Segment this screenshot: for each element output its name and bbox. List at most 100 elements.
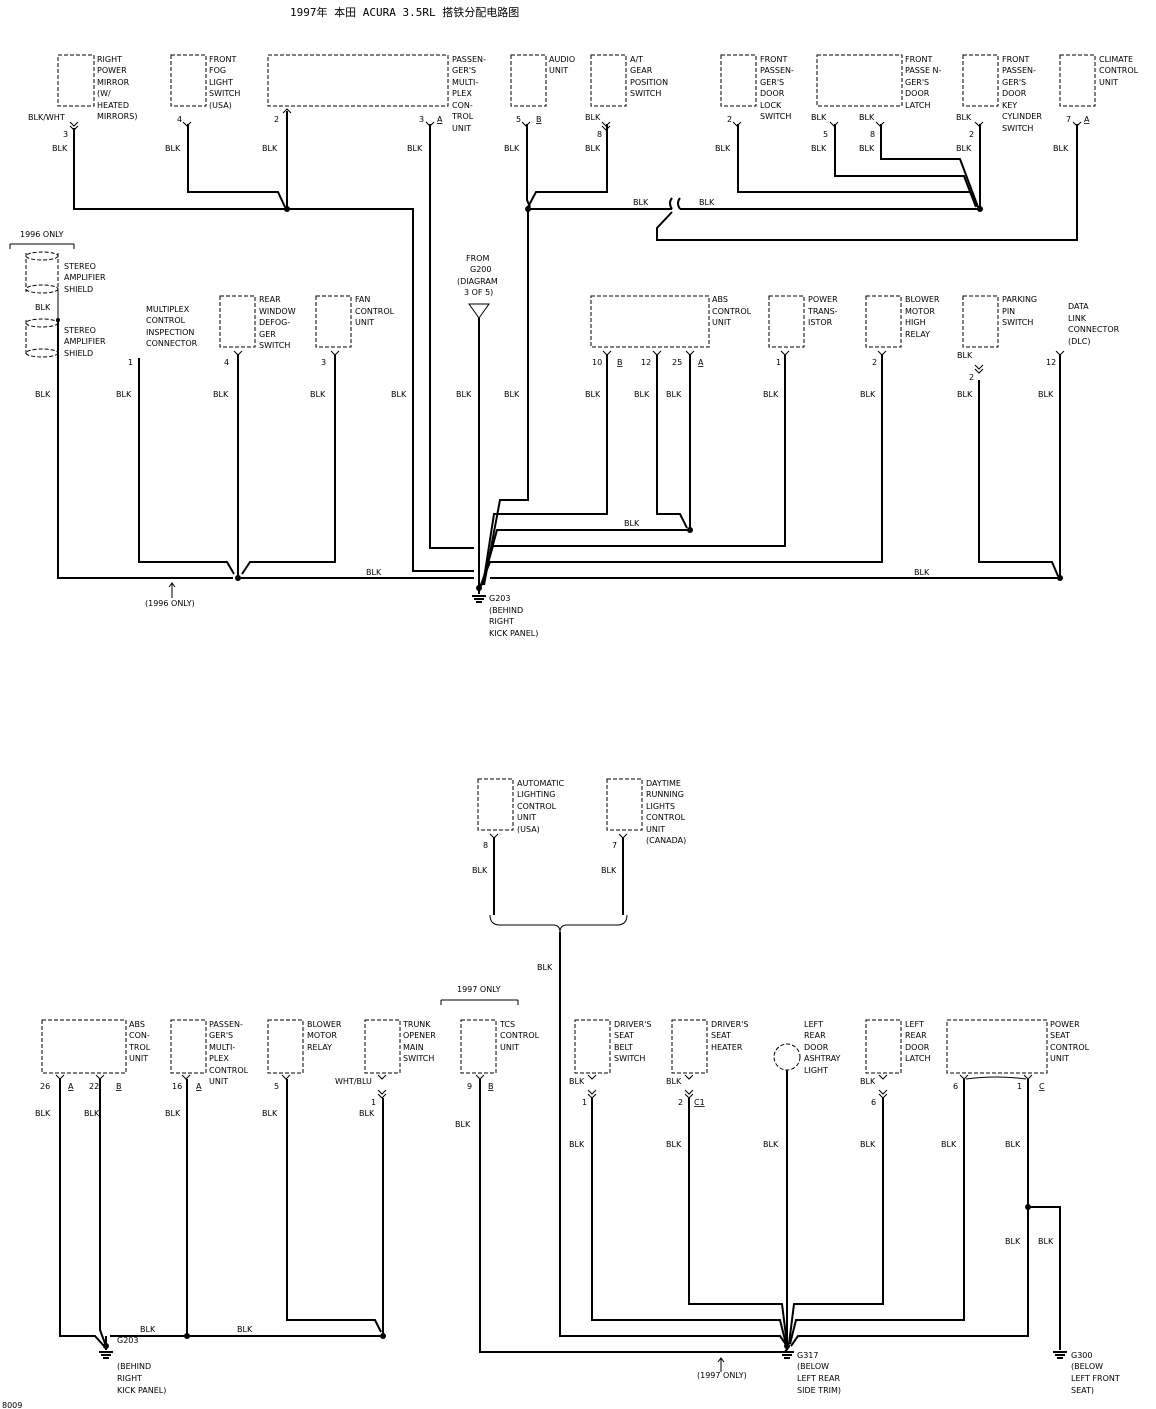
parking-pin-switch-box [962, 295, 999, 348]
bottom-wire-labels: BLK BLK BLK BLK BLK BLK BLK WHT/BLU BLK … [35, 866, 1054, 1334]
svg-text:AUDIO: AUDIO [549, 55, 575, 64]
svg-text:LATCH: LATCH [905, 101, 931, 110]
tcs-control-unit-label: TCS CONTROL UNIT [499, 1020, 540, 1052]
abs-control-unit-box [590, 295, 710, 348]
svg-text:(USA): (USA) [517, 825, 540, 834]
svg-text:BLK: BLK [35, 1109, 51, 1118]
svg-text:LINK: LINK [1068, 314, 1087, 323]
svg-text:(CANADA): (CANADA) [646, 836, 686, 845]
front-passengers-door-key-cylinder-switch-label: FRONT PASSEN- GER'S DOOR KEY CYLINDER SW… [1002, 55, 1042, 133]
svg-text:8: 8 [483, 841, 488, 850]
stereo-amplifier-shield-1-label: STEREO AMPLIFIER SHIELD [64, 262, 106, 294]
svg-text:BLK: BLK [52, 144, 68, 153]
svg-text:3 OF 5): 3 OF 5) [464, 288, 493, 297]
parking-pin-switch-label: PARKING PIN SWITCH [1002, 295, 1037, 327]
svg-text:DAYTIME: DAYTIME [646, 779, 681, 788]
svg-text:ABS: ABS [712, 295, 728, 304]
bottom-wiring [55, 833, 1067, 1372]
svg-text:KICK PANEL): KICK PANEL) [117, 1386, 166, 1395]
svg-text:DOOR: DOOR [905, 1043, 930, 1052]
svg-text:GER'S: GER'S [452, 66, 476, 75]
svg-text:RIGHT: RIGHT [97, 55, 122, 64]
svg-text:(BEHIND: (BEHIND [489, 606, 523, 615]
right-power-mirror-label: RIGHT POWER MIRROR (W/ HEATED MIRRORS) [97, 55, 137, 121]
svg-text:CONNECTOR: CONNECTOR [1068, 325, 1120, 334]
svg-text:BLK: BLK [860, 1140, 876, 1149]
left-rear-door-latch-box [865, 1019, 902, 1074]
svg-text:1: 1 [128, 358, 133, 367]
passengers-multiplex-control-unit-box [267, 54, 449, 107]
svg-text:MAIN: MAIN [403, 1043, 424, 1052]
svg-text:BLK: BLK [914, 568, 930, 577]
svg-text:BLK: BLK [1005, 1237, 1021, 1246]
svg-text:BLOWER: BLOWER [307, 1020, 342, 1029]
svg-text:UNIT: UNIT [1099, 78, 1118, 87]
svg-text:2: 2 [678, 1098, 683, 1107]
abs-control-unit-bottom-box [41, 1019, 127, 1074]
power-transistor-box [768, 295, 805, 348]
bottom-pin-labels: 8 7 26 A 22 B 16 A 5 1 9 B 1 2 C1 6 6 1 … [40, 841, 1045, 1107]
svg-text:9: 9 [467, 1082, 472, 1091]
audio-unit-box [510, 54, 547, 107]
svg-text:POWER: POWER [97, 66, 127, 75]
svg-text:G300: G300 [1071, 1351, 1092, 1360]
tcs-control-unit-box [460, 1019, 497, 1074]
svg-text:BLK: BLK [366, 568, 382, 577]
passengers-multiplex-control-unit-label: PASSEN- GER'S MULTI- PLEX CON- TROL UNIT [451, 55, 486, 133]
multiplex-control-inspection-connector-label: MULTIPLEX CONTROL INSPECTION CONNECTOR [146, 305, 198, 348]
svg-text:SHIELD: SHIELD [64, 349, 93, 358]
climate-control-unit-box [1059, 54, 1096, 107]
svg-text:CONTROL: CONTROL [146, 316, 186, 325]
svg-text:BLK: BLK [569, 1077, 585, 1086]
blower-motor-relay-label: BLOWER MOTOR RELAY [307, 1020, 342, 1052]
svg-text:BLK: BLK [262, 144, 278, 153]
at-gear-position-switch-box [590, 54, 627, 107]
svg-text:FRONT: FRONT [209, 55, 236, 64]
figure-code: 8009 [2, 1401, 22, 1409]
svg-text:BLK: BLK [537, 963, 553, 972]
abs-control-unit-bottom-label: ABS CON- TROL UNIT [128, 1020, 151, 1063]
svg-text:BLK: BLK [407, 144, 423, 153]
svg-text:BLK: BLK [1038, 1237, 1054, 1246]
svg-text:UNIT: UNIT [500, 1043, 519, 1052]
svg-text:(USA): (USA) [209, 101, 232, 110]
svg-text:SWITCH: SWITCH [403, 1054, 434, 1063]
automatic-lighting-control-unit-label: AUTOMATIC LIGHTING CONTROL UNIT (USA) [517, 779, 565, 834]
svg-text:SEAT: SEAT [1050, 1031, 1070, 1040]
only-1997-top-note: 1997 ONLY [440, 985, 519, 1005]
svg-text:SEAT): SEAT) [1071, 1386, 1094, 1395]
svg-text:A/T: A/T [630, 55, 643, 64]
svg-text:5: 5 [274, 1082, 279, 1091]
svg-text:UNIT: UNIT [1050, 1054, 1069, 1063]
svg-text:1: 1 [582, 1098, 587, 1107]
blower-motor-high-relay-box [865, 295, 902, 348]
svg-text:BLK: BLK [165, 1109, 181, 1118]
svg-text:BLK/WHT: BLK/WHT [28, 113, 65, 122]
svg-text:FOG: FOG [209, 66, 226, 75]
svg-text:DOOR: DOOR [1002, 89, 1027, 98]
svg-text:CONTROL: CONTROL [209, 1066, 249, 1075]
svg-text:UNIT: UNIT [129, 1054, 148, 1063]
svg-text:2: 2 [872, 358, 877, 367]
svg-text:BLK: BLK [956, 113, 972, 122]
svg-text:PASSEN-: PASSEN- [1002, 66, 1036, 75]
svg-text:CONTROL: CONTROL [646, 813, 686, 822]
svg-text:BLK: BLK [84, 1109, 100, 1118]
abs-control-unit-label: ABS CONTROL UNIT [712, 295, 752, 327]
svg-text:UNIT: UNIT [517, 813, 536, 822]
svg-text:6: 6 [953, 1082, 958, 1091]
svg-text:BLK: BLK [213, 390, 229, 399]
svg-text:PASSEN-: PASSEN- [452, 55, 486, 64]
svg-text:4: 4 [224, 358, 229, 367]
audio-unit-label: AUDIO UNIT [549, 55, 575, 75]
svg-text:GER'S: GER'S [1002, 78, 1026, 87]
svg-text:LEFT: LEFT [804, 1020, 823, 1029]
svg-text:LOCK: LOCK [760, 101, 782, 110]
svg-text:5: 5 [516, 115, 521, 124]
svg-text:25: 25 [672, 358, 682, 367]
svg-text:DOOR: DOOR [905, 89, 930, 98]
g300-label: G300 (BELOW LEFT FRONT SEAT) [1071, 1351, 1120, 1395]
svg-text:3: 3 [321, 358, 326, 367]
daytime-running-lights-control-unit-label: DAYTIME RUNNING LIGHTS CONTROL UNIT (CAN… [646, 779, 686, 845]
